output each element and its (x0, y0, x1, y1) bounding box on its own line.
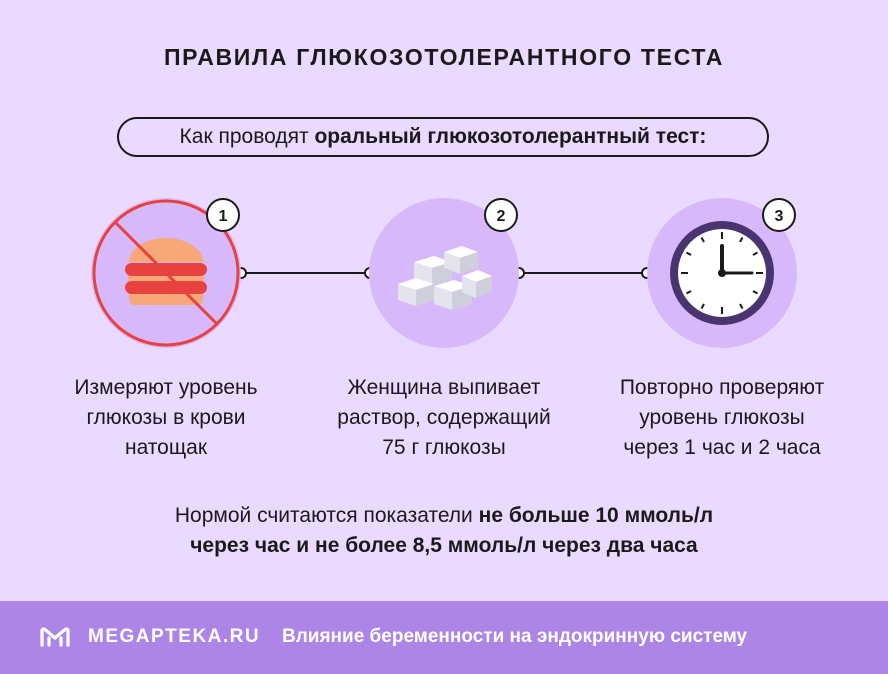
norm-prefix: Нормой считаются показатели (174, 504, 479, 527)
step-1-number-badge: 1 (206, 198, 240, 232)
step-2-graphic: 2 (369, 198, 519, 348)
norm-line-2: через час и не более 8,5 ммоль/л через д… (0, 531, 888, 561)
step-1-caption-line: натощак (124, 436, 208, 459)
step-3-caption-line: уровень глюкозы (639, 406, 805, 429)
step-2-caption-line: раствор, содержащий (337, 406, 551, 429)
step-1-graphic: 1 (91, 198, 241, 348)
step-1-caption: Измеряют уровень глюкозы в крови натощак (36, 373, 296, 463)
step-2-number: 2 (497, 208, 506, 225)
step-1-caption-line: глюкозы в крови (86, 406, 246, 429)
clock-icon (670, 221, 774, 325)
step-2-number-badge: 2 (484, 198, 518, 232)
steps-graphic: 1 (91, 198, 797, 348)
step-2-caption-line: Женщина выпивает (347, 376, 541, 399)
norm-bold-2: через час и не более 8,5 ммоль/л через д… (190, 534, 698, 557)
step-3-caption: Повторно проверяют уровень глюкозы через… (592, 373, 852, 463)
sugar-cubes-icon (398, 246, 492, 310)
step-3-number-badge: 3 (762, 198, 796, 232)
norm-statement: Нормой считаются показатели не больше 10… (0, 501, 888, 561)
step-3-caption-line: Повторно проверяют (619, 376, 825, 399)
intro-pill: Как проводят оральный глюкозотолерантный… (117, 117, 769, 157)
connector-1-2 (235, 267, 376, 279)
footer-brand[interactable]: MEGAPTEKA.RU (88, 626, 261, 647)
step-3-graphic: 3 (647, 198, 797, 348)
step-2-caption-line: 75 г глюкозы (382, 436, 506, 459)
connector-2-3 (513, 267, 653, 279)
intro-prefix: Как проводят (179, 125, 315, 148)
step-3-number: 3 (775, 208, 784, 225)
intro-bold: оральный глюкозотолерантный тест: (314, 125, 707, 148)
step-3-caption-line: через 1 час и 2 часа (623, 436, 821, 459)
step-1-number: 1 (219, 208, 228, 225)
norm-line-1: Нормой считаются показатели не больше 10… (0, 501, 888, 531)
norm-bold-1: не больше 10 ммоль/л (478, 504, 714, 527)
step-1-caption-line: Измеряют уровень (74, 376, 258, 399)
megapteka-logo-icon[interactable] (39, 625, 71, 649)
footer-tagline: Влияние беременности на эндокринную сист… (282, 626, 748, 647)
step-2-caption: Женщина выпивает раствор, содержащий 75 … (314, 373, 574, 463)
burger-prohibited-icon (92, 199, 240, 347)
steps-row: 1 (0, 195, 888, 355)
page-title: ПРАВИЛА ГЛЮКОЗОТОЛЕРАНТНОГО ТЕСТА (163, 44, 725, 70)
footer-bar: MEGAPTEKA.RU Влияние беременности на энд… (0, 601, 888, 674)
